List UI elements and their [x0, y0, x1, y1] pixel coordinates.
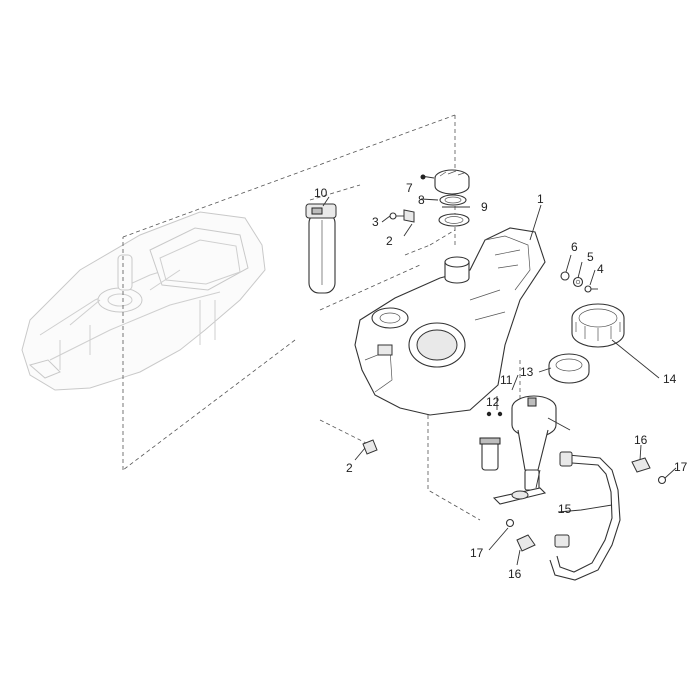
tank-hardware	[560, 271, 598, 293]
callout-6: 6	[571, 240, 578, 254]
filler-cap-assembly	[434, 169, 470, 227]
callout-2-upper: 2	[386, 234, 393, 248]
pump-seal	[548, 353, 590, 384]
callout-2-lower: 2	[346, 461, 353, 475]
callout-10: 10	[314, 186, 328, 200]
callout-12: 12	[486, 395, 500, 409]
callout-11: 11	[500, 373, 513, 387]
fuel-hose	[549, 451, 621, 581]
fuel-level-sender	[305, 203, 337, 294]
callout-16-lower: 16	[508, 567, 522, 581]
callout-16-upper: 16	[634, 433, 648, 447]
callout-dots	[420, 174, 503, 417]
fuel-pump	[511, 395, 571, 491]
callout-1: 1	[537, 192, 544, 206]
callout-17-left: 17	[470, 546, 484, 560]
callout-labels: 1 2 2 3 4 5 6 7 8 9 10 11 12 13 14 15 16…	[314, 181, 688, 581]
callout-14: 14	[663, 372, 677, 386]
callout-5: 5	[587, 250, 594, 264]
callout-9: 9	[481, 200, 488, 214]
screw-and-clip	[389, 209, 415, 223]
hose-clamps	[362, 439, 667, 552]
callout-8: 8	[418, 193, 425, 207]
callout-13: 13	[520, 365, 534, 379]
pump-filter	[479, 437, 547, 505]
callout-7: 7	[406, 181, 413, 195]
callout-17-right: 17	[674, 460, 688, 474]
callout-4: 4	[597, 262, 604, 276]
ring-nut	[571, 303, 625, 348]
scooter-body-outline	[21, 211, 266, 391]
leader-lines	[322, 175, 677, 566]
callout-3: 3	[372, 215, 379, 229]
callout-15: 15	[558, 502, 572, 516]
assembly-guide-lines	[122, 114, 521, 521]
fuel-tank	[354, 227, 546, 416]
